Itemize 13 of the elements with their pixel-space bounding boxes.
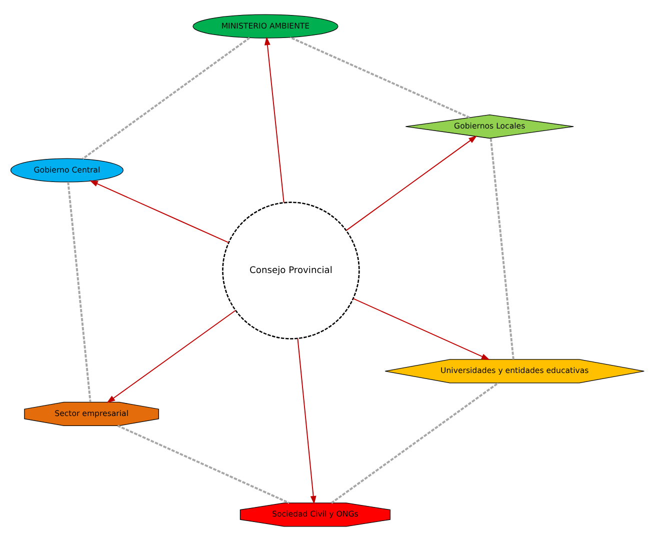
arrow [297,338,316,504]
connector [330,382,499,504]
connector [82,36,250,160]
connector [290,36,470,118]
arrow [352,298,490,360]
connector [117,424,290,504]
node-circle: Consejo Provincial [222,201,360,339]
arrow [89,180,230,243]
arrow [106,309,236,403]
connector [67,181,92,402]
arrow [264,36,284,202]
arrow [346,135,478,230]
connector [490,138,514,359]
